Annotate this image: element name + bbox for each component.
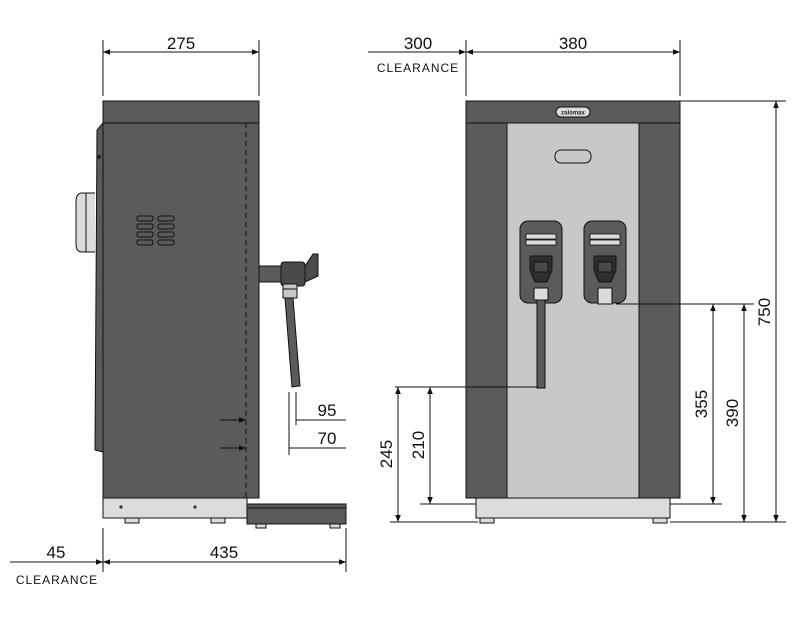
front-tap-left [519,220,563,389]
dim-side-depth: 435 [210,543,238,562]
side-view [75,100,347,529]
display-window [554,149,592,164]
side-front-bezel [94,121,104,453]
brand-badge [555,106,591,118]
front-tap-right [583,220,627,305]
side-foot-rear [210,517,226,524]
dim-right-tap-inner: 355 [692,390,711,418]
front-center-panel [506,122,640,499]
dimension-labels: 275 300 CLEARANCE 380 750 390 355 245 21… [16,34,774,587]
dim-left-tap-inner: 210 [409,431,428,459]
dim-front-clearance: 300 [404,34,432,53]
side-screw [97,155,101,159]
side-foot-front [124,517,140,524]
front-foot-left [479,517,495,524]
front-view: zalomax [465,100,681,524]
side-body [102,122,260,499]
side-tap-assembly [258,253,319,388]
side-top-cap [102,100,260,124]
dim-side-width: 275 [167,34,195,53]
dim-spout-offset-a: 95 [318,401,337,420]
side-base [102,497,248,519]
brand-badge-text: zalomax [561,111,585,117]
front-foot-right [652,517,668,524]
dim-rear-clearance: 45 [47,543,66,562]
side-vent-grille [136,215,175,246]
front-base [475,497,671,519]
side-drip-tray [246,503,347,525]
dim-left-tap-outer: 245 [377,440,396,468]
dim-spout-offset-b: 70 [318,429,337,448]
front-clearance-caption: CLEARANCE [377,61,459,75]
dim-total-height: 750 [755,298,774,326]
rear-clearance-caption: CLEARANCE [16,573,98,587]
dim-front-width: 380 [559,34,587,53]
dimension-lines [10,40,786,572]
dim-right-tap-outer: 390 [723,399,742,427]
